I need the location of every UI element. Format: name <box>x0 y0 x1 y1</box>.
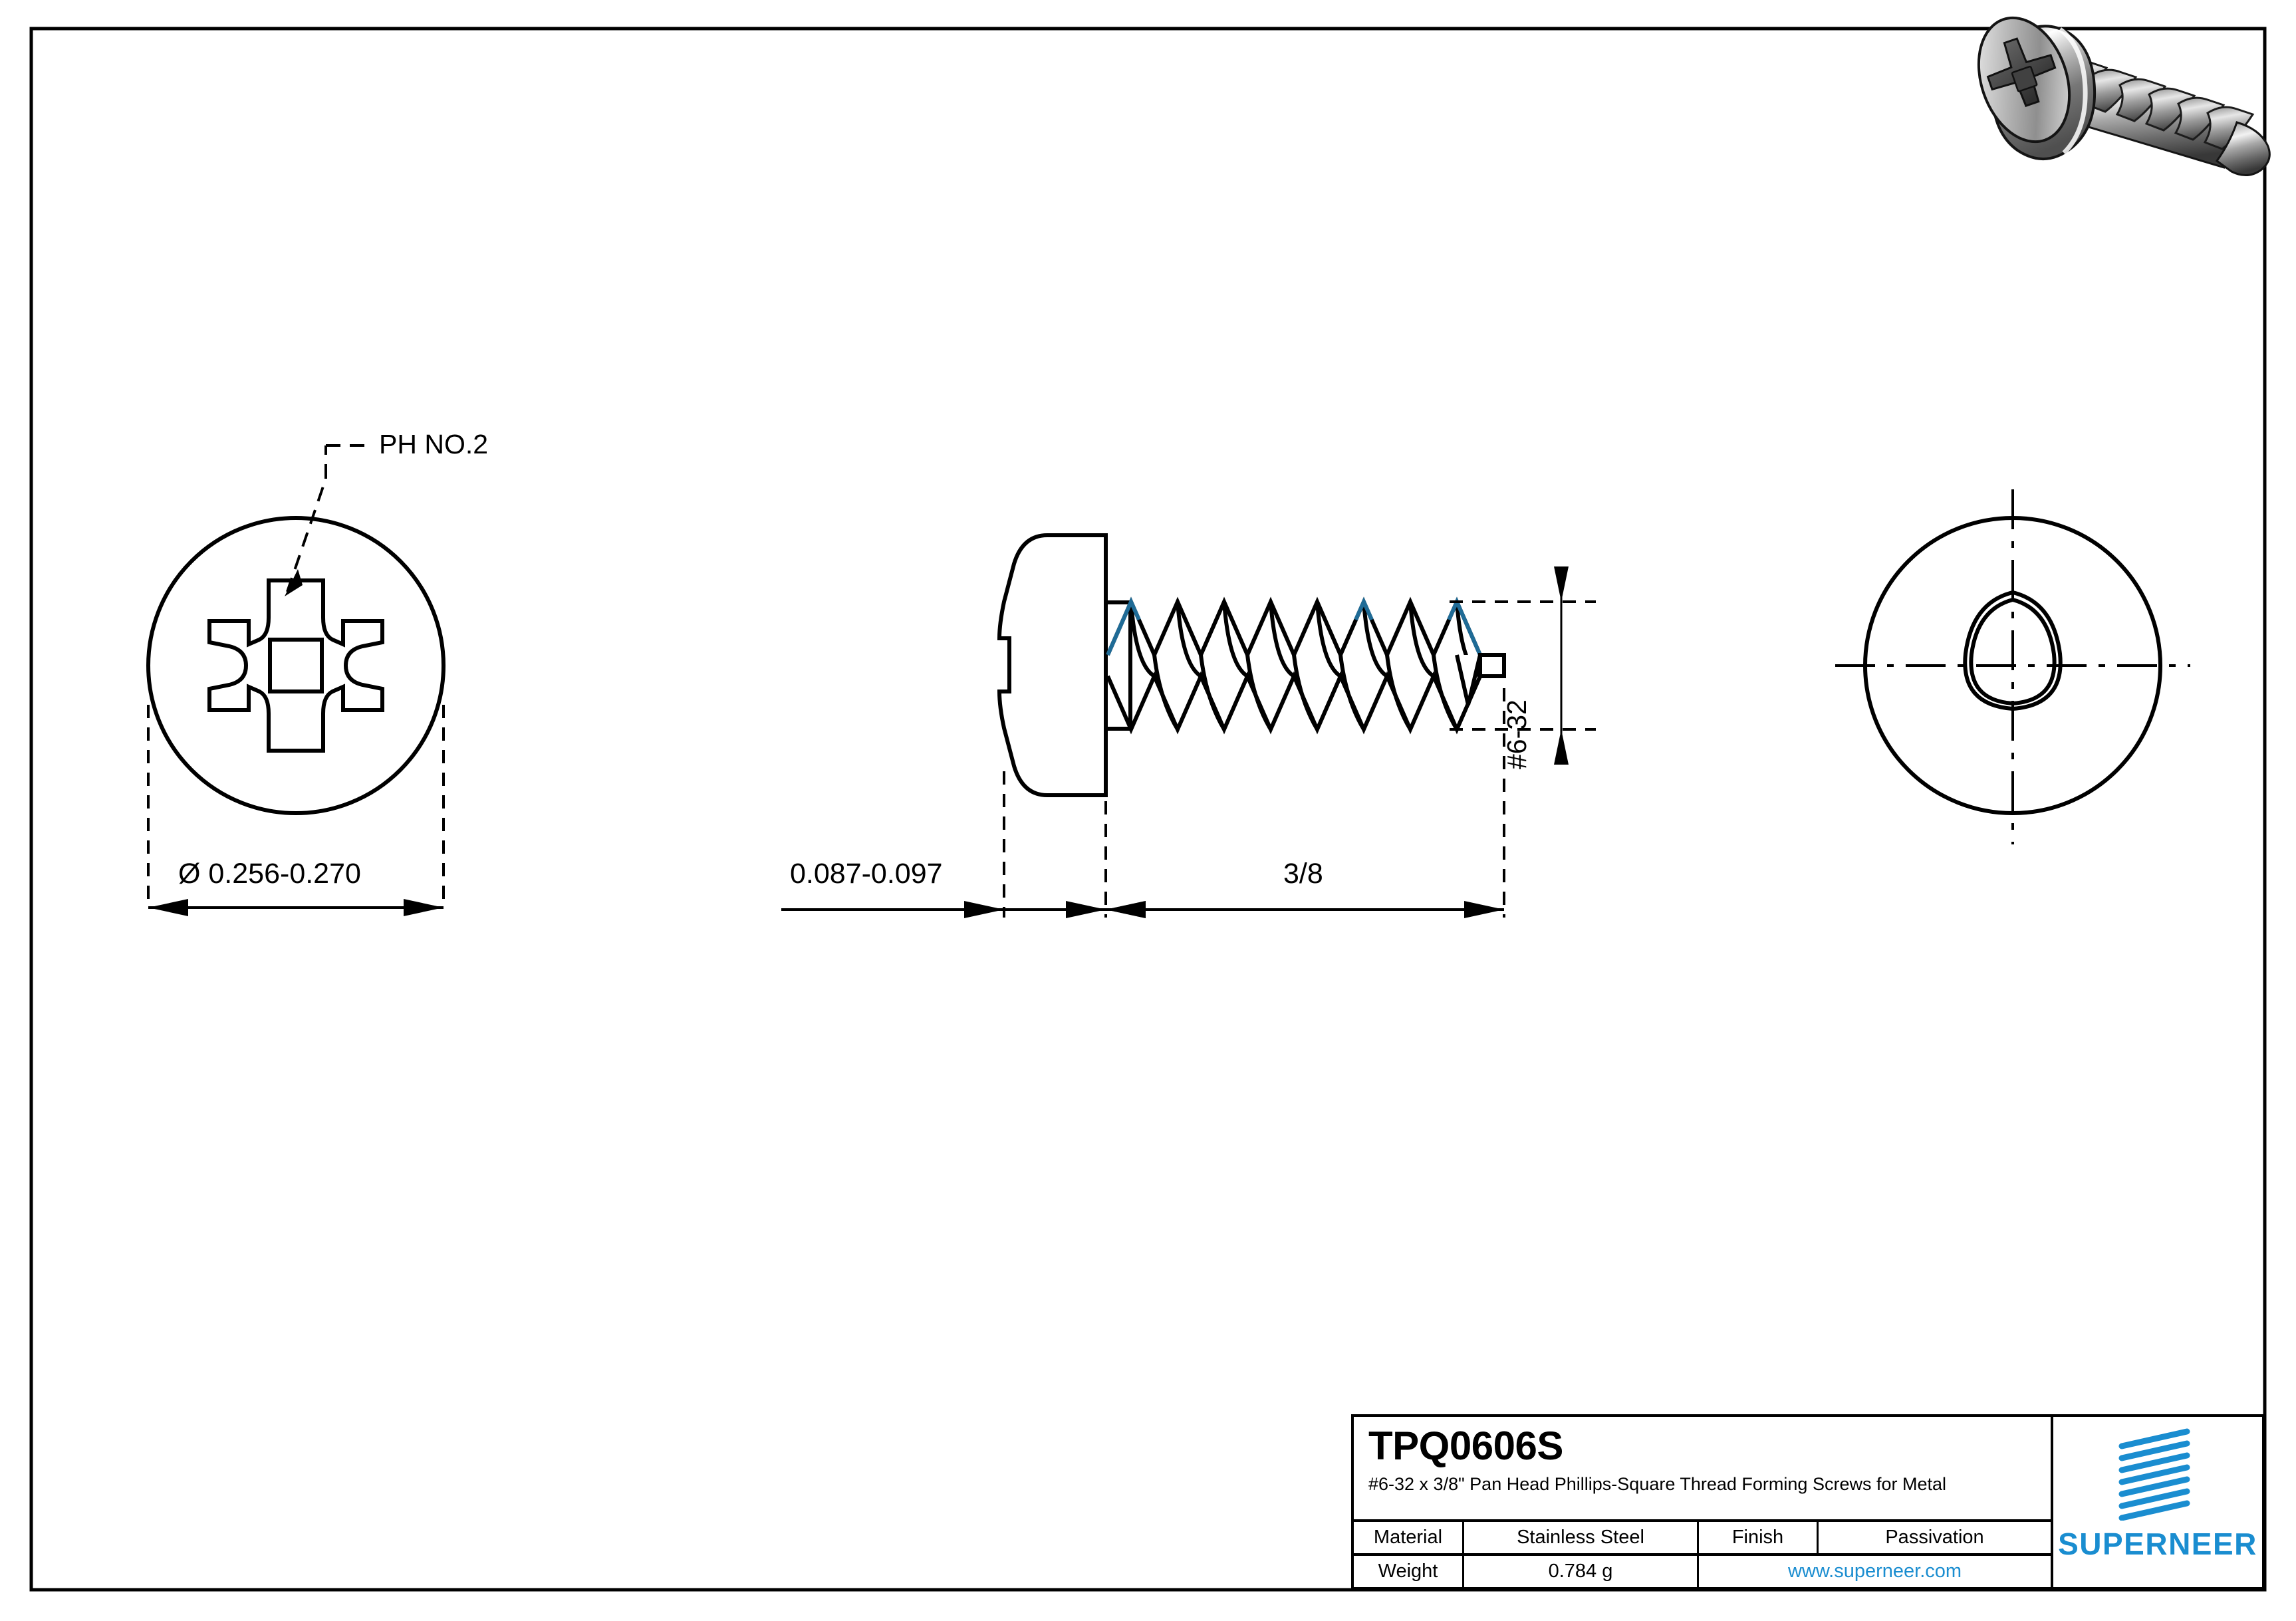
part-number: TPQ0606S <box>1368 1424 1563 1468</box>
thread-size-label: #6-32 <box>1501 699 1532 769</box>
brand-name: SUPERNEER <box>2058 1527 2257 1561</box>
thread-profile <box>1106 596 1482 735</box>
finish-label: Finish <box>1699 1522 1819 1553</box>
material-label: Material <box>1354 1522 1464 1553</box>
ph-number-label: PH NO.2 <box>379 429 489 459</box>
head-diameter-label: Ø 0.256-0.270 <box>178 858 361 890</box>
phillips-recess-render <box>1986 37 2057 108</box>
square-drive-pocket <box>268 638 324 693</box>
head-outline-circle <box>1863 516 2162 815</box>
weight-url-row: Weight 0.784 g www.superneer.com <box>1354 1556 2051 1587</box>
trilobular-outline-inner <box>1969 597 2057 706</box>
sheet-border <box>29 27 2267 1592</box>
thread-length-dimension <box>1106 688 1505 918</box>
head-height-label: 0.087-0.097 <box>790 858 943 890</box>
finish-value: Passivation <box>1885 1527 1984 1548</box>
thread-crest-highlight <box>1106 596 1482 656</box>
title-block: TPQ0606S #6-32 x 3/8" Pan Head Phillips-… <box>1351 1414 2265 1590</box>
point-end-view <box>1835 489 2190 844</box>
material-finish-row: Material Stainless Steel Finish Passivat… <box>1354 1522 2051 1556</box>
title-block-main: TPQ0606S #6-32 x 3/8" Pan Head Phillips-… <box>1354 1417 2053 1587</box>
side-elevation-view <box>781 533 1596 918</box>
superneer-stripes-icon <box>2118 1428 2190 1521</box>
material-value: Stainless Steel <box>1464 1522 1699 1553</box>
ph-leader-line <box>285 444 369 596</box>
head-top-view <box>146 444 446 916</box>
diameter-dimension <box>147 705 445 916</box>
weight-label: Weight <box>1354 1556 1464 1587</box>
title-block-description-area: TPQ0606S #6-32 x 3/8" Pan Head Phillips-… <box>1354 1417 2051 1522</box>
weight-value: 0.784 g <box>1464 1556 1699 1587</box>
phillips-cross-recess <box>207 578 384 753</box>
brand-logo-area: SUPERNEER <box>2053 1417 2262 1587</box>
website-url[interactable]: www.superneer.com <box>1787 1560 1962 1582</box>
screw-3d-render <box>1977 16 2271 176</box>
trilobular-outline-outer <box>1963 590 2063 711</box>
pan-head-profile <box>997 533 1108 797</box>
part-description: #6-32 x 3/8" Pan Head Phillips-Square Th… <box>1368 1474 1946 1494</box>
thread-length-label: 3/8 <box>1283 858 1323 890</box>
thread-size-extension-lines <box>1450 566 1596 765</box>
